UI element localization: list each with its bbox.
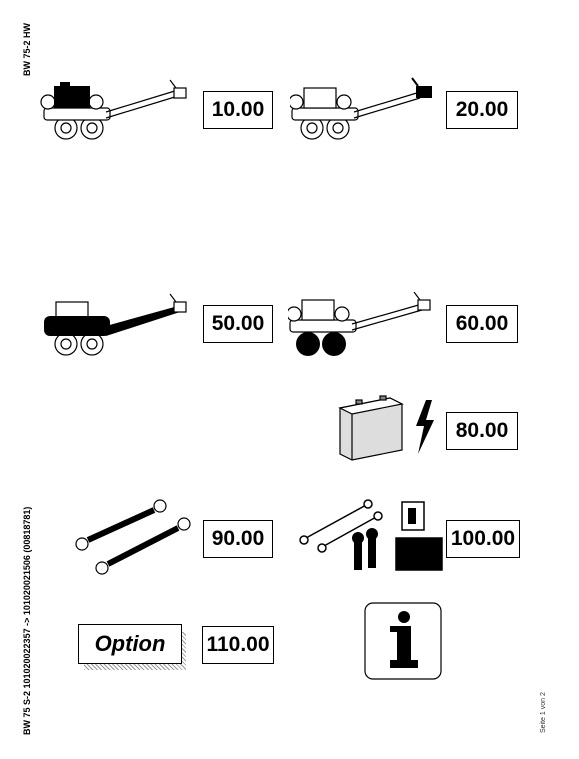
information-icon[interactable] bbox=[364, 602, 442, 680]
hydraulic-hoses-icon[interactable] bbox=[74, 496, 194, 576]
roller-handle-highlight-icon[interactable] bbox=[290, 76, 438, 144]
section-110-button[interactable]: 110.00 bbox=[202, 626, 274, 664]
roller-frame-highlight-icon[interactable] bbox=[40, 292, 195, 360]
section-50-button[interactable]: 50.00 bbox=[203, 305, 273, 343]
serial-range-label: BW 75 S-2 101020022357 -> 101020021506 (… bbox=[22, 506, 32, 735]
section-20-button[interactable]: 20.00 bbox=[446, 91, 518, 129]
roller-engine-highlight-icon[interactable] bbox=[40, 76, 195, 144]
section-80-button[interactable]: 80.00 bbox=[446, 412, 518, 450]
section-10-button[interactable]: 10.00 bbox=[203, 91, 273, 129]
roller-drum-highlight-icon[interactable] bbox=[288, 292, 438, 360]
option-icon[interactable]: Option bbox=[78, 624, 186, 670]
section-100-button[interactable]: 100.00 bbox=[446, 520, 520, 558]
section-90-button[interactable]: 90.00 bbox=[203, 520, 273, 558]
battery-electric-icon[interactable] bbox=[336, 394, 441, 464]
page-number: Seite 1 von 2 bbox=[540, 692, 547, 733]
option-label: Option bbox=[78, 624, 182, 664]
model-label: BW 75-2 HW bbox=[22, 22, 32, 76]
tools-keys-icon[interactable] bbox=[298, 498, 446, 578]
section-60-button[interactable]: 60.00 bbox=[446, 305, 518, 343]
